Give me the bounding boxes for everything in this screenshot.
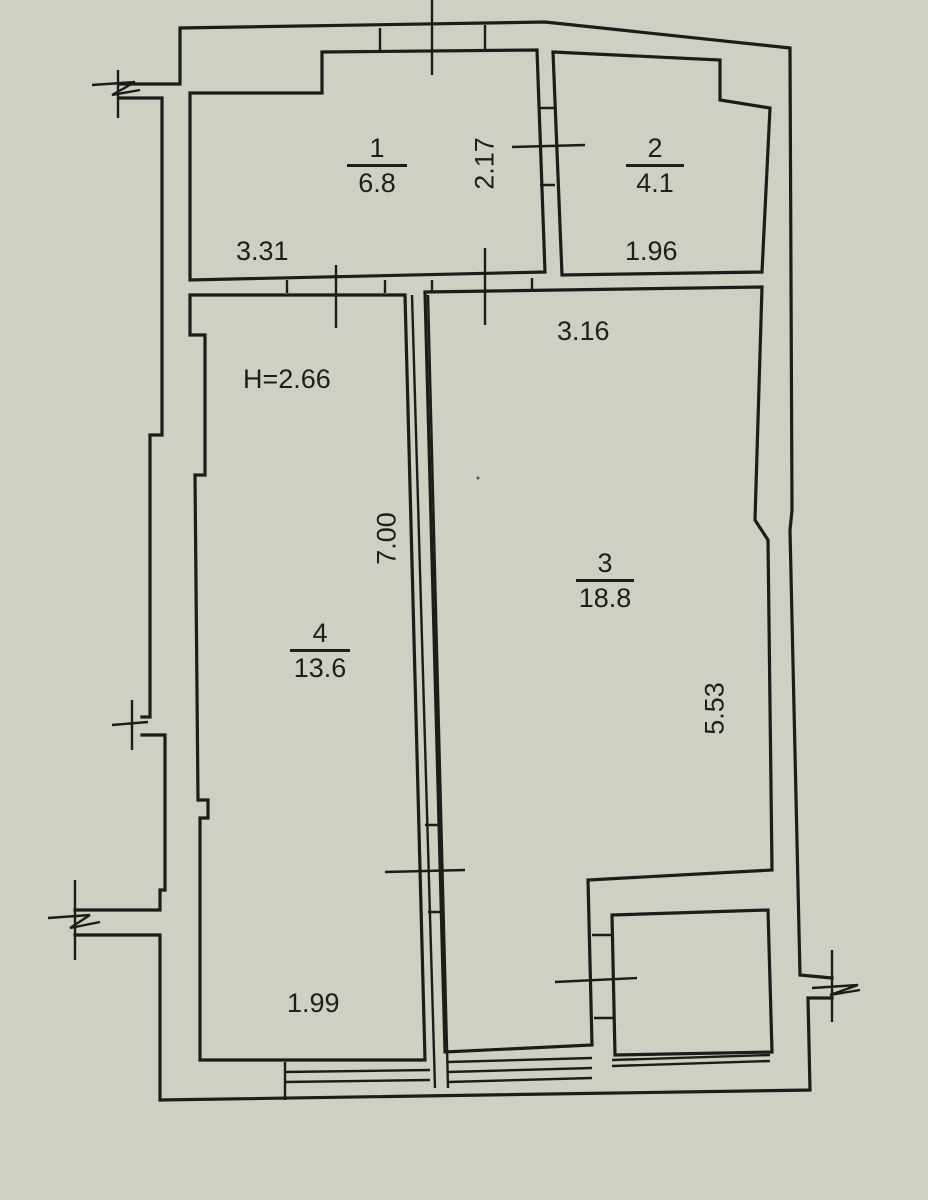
break-mark-mid-left bbox=[111, 700, 149, 750]
room-4-label: 4 13.6 bbox=[282, 620, 358, 682]
room-2-area: 4.1 bbox=[636, 168, 674, 198]
room-4-wall bbox=[188, 293, 427, 1062]
room-4-fraction-bar bbox=[290, 649, 350, 652]
break-mark-bottom-left bbox=[47, 880, 101, 960]
room-4-area: 13.6 bbox=[293, 653, 347, 683]
door-frame-partition bbox=[384, 823, 466, 914]
ceiling-height-label: H=2.66 bbox=[243, 364, 331, 394]
balcony-wall bbox=[610, 908, 774, 1057]
room-2-number: 2 bbox=[647, 133, 663, 163]
door-frame-room2 bbox=[511, 106, 586, 187]
break-mark-right bbox=[811, 950, 861, 1022]
room-4-number: 4 bbox=[312, 618, 328, 648]
room-3-label: 3 18.8 bbox=[570, 550, 640, 612]
room-3-number: 3 bbox=[597, 548, 613, 578]
room-3-depth-dimension: 5.53 bbox=[699, 682, 730, 735]
break-mark-top-left bbox=[91, 70, 141, 118]
partition-wall bbox=[410, 294, 450, 1089]
room-4-width-dimension: 1.99 bbox=[287, 988, 340, 1018]
room-2-wall bbox=[551, 50, 772, 277]
room-1-label: 1 6.8 bbox=[345, 135, 409, 197]
room-4-depth-dimension: 7.00 bbox=[371, 512, 402, 565]
room-3-width-dimension: 3.16 bbox=[557, 316, 610, 346]
door-frame-balcony bbox=[554, 933, 638, 1020]
room-1-wall bbox=[188, 48, 547, 282]
room-2-fraction-bar bbox=[626, 164, 684, 167]
room-1-number: 1 bbox=[369, 133, 385, 163]
door-frame-middle bbox=[285, 248, 534, 328]
outer-wall bbox=[73, 20, 834, 1102]
room-3-area: 18.8 bbox=[578, 583, 632, 613]
room-1-fraction-bar bbox=[347, 164, 407, 167]
stray-dot bbox=[476, 476, 480, 480]
room-1-width-dimension: 3.31 bbox=[236, 236, 289, 266]
room-1-depth-dimension: 2.17 bbox=[469, 137, 500, 190]
room-2-width-dimension: 1.96 bbox=[625, 236, 678, 266]
door-frame-top bbox=[378, 0, 487, 75]
room-3-fraction-bar bbox=[576, 579, 634, 582]
room-1-area: 6.8 bbox=[358, 168, 396, 198]
room-2-label: 2 4.1 bbox=[625, 135, 685, 197]
window-lines bbox=[283, 1053, 771, 1100]
room-3-wall bbox=[423, 285, 774, 1054]
